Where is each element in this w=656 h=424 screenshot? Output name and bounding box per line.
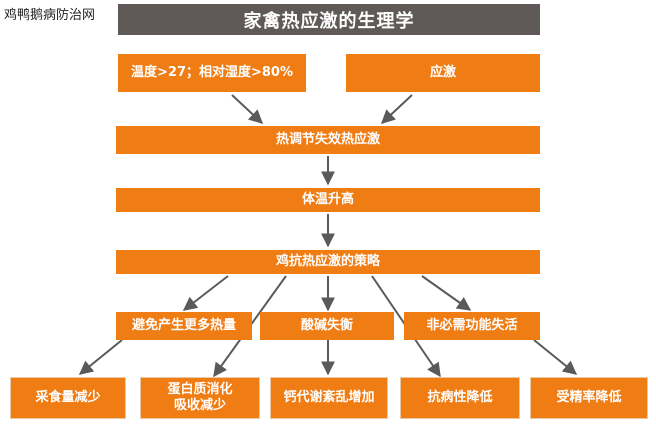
box-disease-resistance-down: 抗病性降低 <box>400 377 520 419</box>
box-acid-base: 酸碱失衡 <box>260 312 394 340</box>
box-calcium-metabolism: 钙代谢紊乱增加 <box>270 377 388 419</box>
diagram-title: 家禽热应激的生理学 <box>118 4 540 35</box>
box-body-temp-rise: 体温升高 <box>116 188 540 212</box>
box-disease-resistance-down-label: 抗病性降低 <box>427 389 493 405</box>
box-body-temp-rise-label: 体温升高 <box>301 191 354 207</box>
box-heat-regulation-failure-label: 热调节失效热应激 <box>275 131 380 147</box>
box-anti-heat-strategy-label: 鸡抗热应激的策略 <box>275 253 380 269</box>
box-feed-intake-down-label: 采食量减少 <box>35 389 101 405</box>
box-protein-digestion: 蛋白质消化 吸收减少 <box>140 377 260 419</box>
diagram-title-text: 家禽热应激的生理学 <box>243 10 415 32</box>
box-anti-heat-strategy: 鸡抗热应激的策略 <box>116 250 540 274</box>
box-stress-label: 应激 <box>429 64 456 80</box>
box-temp-humidity-label: 温度>27；相对湿度>80% <box>131 64 293 80</box>
box-fertility-down-label: 受精率降低 <box>556 389 622 405</box>
box-avoid-heat: 避免产生更多热量 <box>116 312 252 340</box>
box-nonessential-loss: 非必需功能失活 <box>404 312 540 340</box>
arrow-nonessential-to-fertility <box>533 339 578 375</box>
box-calcium-metabolism-label: 钙代谢紊乱增加 <box>283 389 375 405</box>
box-temp-humidity: 温度>27；相对湿度>80% <box>118 54 306 92</box>
box-heat-regulation-failure: 热调节失效热应激 <box>116 126 540 154</box>
arrow-stress-to-failure <box>380 94 413 124</box>
box-acid-base-label: 酸碱失衡 <box>300 317 353 333</box>
box-fertility-down: 受精率降低 <box>530 377 648 419</box>
box-feed-intake-down: 采食量减少 <box>10 377 126 419</box>
arrow-strategy-to-avoid <box>182 275 229 311</box>
box-stress: 应激 <box>346 54 540 92</box>
watermark-text: 鸡鸭鹅病防治网 <box>4 8 96 23</box>
arrow-temp-to-failure <box>231 94 264 124</box>
box-nonessential-loss-label: 非必需功能失活 <box>426 317 518 333</box>
arrow-avoid-to-feed <box>78 339 123 375</box>
box-avoid-heat-label: 避免产生更多热量 <box>131 317 236 333</box>
arrow-strategy-to-nonessential <box>421 275 472 311</box>
box-protein-digestion-line2: 吸收减少 <box>173 398 226 413</box>
box-protein-digestion-line1: 蛋白质消化 <box>167 381 233 397</box>
